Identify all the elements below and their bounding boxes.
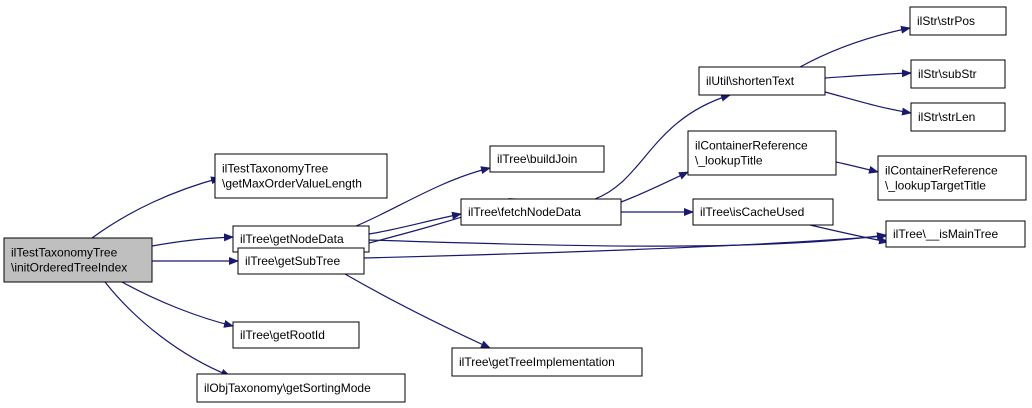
node-label-root-line1: ilTestTaxonomyTree <box>11 246 118 260</box>
node-label-strLen: ilStr\strLen <box>918 110 975 124</box>
node-box-getRootId <box>232 321 360 349</box>
node-label-shortenText: ilUtil\shortenText <box>706 74 795 88</box>
node-getSortingMode[interactable]: ilObjTaxonomy\getSortingMode <box>196 373 406 403</box>
node-fetchNodeData[interactable]: ilTree\fetchNodeData <box>460 198 622 226</box>
edge-root-to-getRootId <box>121 281 234 328</box>
node-isMainTree[interactable]: ilTree\__isMainTree <box>885 220 1026 248</box>
edge-fetchNodeData-to-shortenText <box>594 93 731 200</box>
node-getMaxOrderValueLength[interactable]: ilTestTaxonomyTree\getMaxOrderValueLengt… <box>214 153 388 199</box>
node-box-root <box>3 237 153 283</box>
node-strLen[interactable]: ilStr\strLen <box>910 102 1006 132</box>
edge-getSubTree-to-isMainTree <box>363 232 887 259</box>
nodes-layer: ilTestTaxonomyTree\initOrderedTreeIndexi… <box>3 6 1027 403</box>
node-label-lookupTitle-line1: ilContainerReference <box>695 139 808 153</box>
edge-fetchNodeData-to-lookupTitle <box>620 171 689 203</box>
edge-getNodeData-to-buildJoin <box>355 166 491 227</box>
node-label-isMainTree: ilTree\__isMainTree <box>893 227 998 241</box>
node-label-lookupTargetTitle-line1: ilContainerReference <box>885 164 998 178</box>
node-box-subStr <box>910 59 1006 89</box>
node-shortenText[interactable]: ilUtil\shortenText <box>698 66 826 96</box>
node-buildJoin[interactable]: ilTree\buildJoin <box>489 145 605 173</box>
node-box-isMainTree <box>885 220 1026 248</box>
node-box-shortenText <box>698 66 826 96</box>
node-box-strPos <box>909 6 1007 36</box>
edge-root-to-getMaxOrderValueLength <box>91 176 221 239</box>
node-label-lookupTitle-line2: \_lookupTitle <box>695 154 763 168</box>
node-box-fetchNodeData <box>460 198 622 226</box>
node-label-subStr: ilStr\subStr <box>918 67 977 81</box>
edges-layer <box>91 25 912 377</box>
edge-shortenText-to-strLen <box>824 91 912 116</box>
node-label-getSortingMode: ilObjTaxonomy\getSortingMode <box>204 381 371 395</box>
node-box-lookupTitle <box>687 130 837 176</box>
node-label-strPos: ilStr\strPos <box>917 14 975 28</box>
node-box-getSortingMode <box>196 373 406 403</box>
edge-root-to-getSortingMode <box>104 281 231 377</box>
node-getSubTree[interactable]: ilTree\getSubTree <box>237 247 365 275</box>
node-label-fetchNodeData: ilTree\fetchNodeData <box>468 205 581 219</box>
node-root[interactable]: ilTestTaxonomyTree\initOrderedTreeIndex <box>3 237 153 283</box>
node-box-lookupTargetTitle <box>877 155 1027 201</box>
node-box-getMaxOrderValueLength <box>214 153 388 199</box>
node-box-buildJoin <box>489 145 605 173</box>
node-label-root-line2: \initOrderedTreeIndex <box>11 261 127 275</box>
edge-shortenText-to-strPos <box>799 25 911 68</box>
node-label-getSubTree: ilTree\getSubTree <box>245 254 340 268</box>
edge-getNodeData-to-isMainTree <box>368 232 887 247</box>
node-label-getMaxOrderValueLength-line2: \getMaxOrderValueLength <box>222 177 362 191</box>
edge-root-to-getNodeData <box>151 233 234 247</box>
node-label-lookupTargetTitle-line2: \_lookupTargetTitle <box>885 179 986 193</box>
node-box-getTreeImplementation <box>451 347 643 377</box>
edge-lookupTitle-to-lookupTargetTitle <box>835 161 879 174</box>
node-label-isCacheUsed: ilTree\isCacheUsed <box>700 205 804 219</box>
node-lookupTargetTitle[interactable]: ilContainerReference\_lookupTargetTitle <box>877 155 1027 201</box>
node-box-isCacheUsed <box>692 198 834 226</box>
node-getTreeImplementation[interactable]: ilTree\getTreeImplementation <box>451 347 643 377</box>
edge-getSubTree-to-getTreeImplementation <box>344 273 491 349</box>
node-label-buildJoin: ilTree\buildJoin <box>497 152 577 166</box>
node-lookupTitle[interactable]: ilContainerReference\_lookupTitle <box>687 130 837 176</box>
edge-isCacheUsed-to-isMainTree <box>809 224 889 245</box>
node-label-getMaxOrderValueLength-line1: ilTestTaxonomyTree <box>222 162 329 176</box>
edge-shortenText-to-subStr <box>824 69 912 79</box>
node-strPos[interactable]: ilStr\strPos <box>909 6 1007 36</box>
node-label-getTreeImplementation: ilTree\getTreeImplementation <box>459 355 615 369</box>
node-label-getRootId: ilTree\getRootId <box>240 328 325 342</box>
node-subStr[interactable]: ilStr\subStr <box>910 59 1006 89</box>
node-box-strLen <box>910 102 1006 132</box>
node-getRootId[interactable]: ilTree\getRootId <box>232 321 360 349</box>
edge-getNodeData-to-fetchNodeData <box>368 211 462 235</box>
node-label-getNodeData: ilTree\getNodeData <box>240 232 344 246</box>
node-box-getSubTree <box>237 247 365 275</box>
node-isCacheUsed[interactable]: ilTree\isCacheUsed <box>692 198 834 226</box>
